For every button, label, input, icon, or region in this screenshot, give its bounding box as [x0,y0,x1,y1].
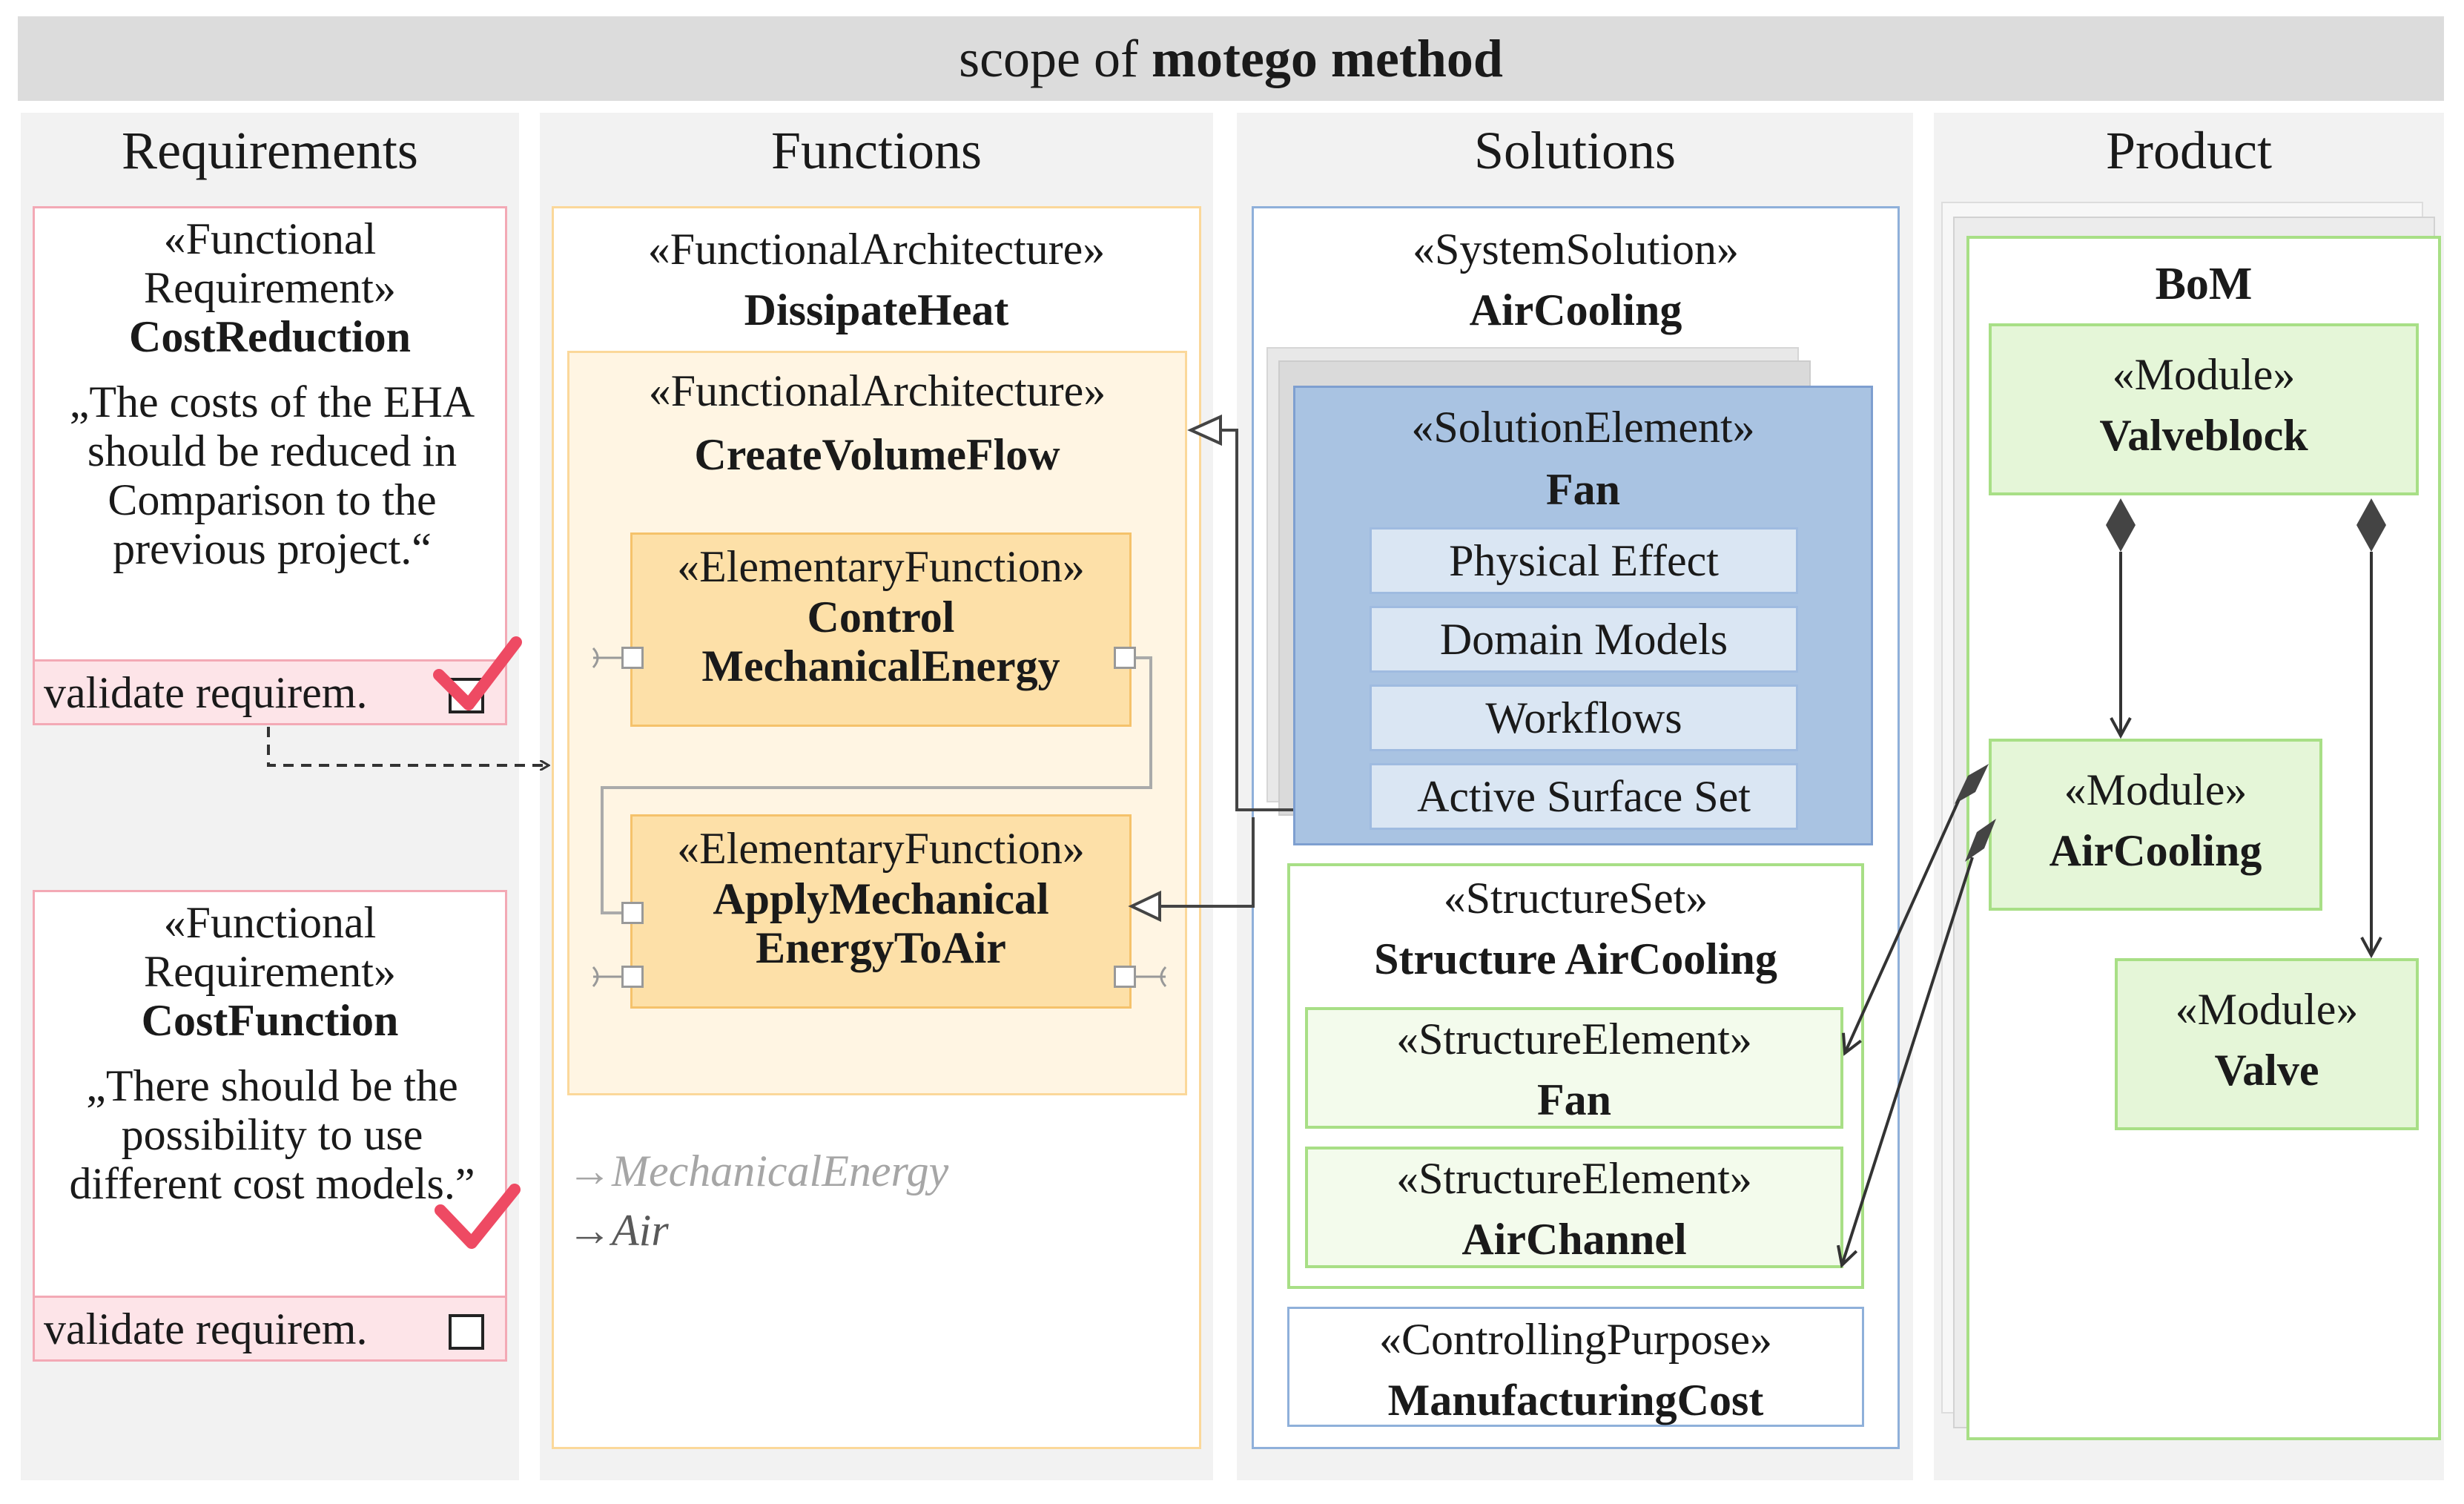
structure-element-name: Fan [1536,1075,1612,1124]
system-solution-name: AirCooling [1469,286,1682,334]
flow-mechanical-energy: →MechanicalEnergy [567,1146,948,1197]
flow-air: →Air [567,1205,669,1256]
module-stereotype: «Module» [2175,985,2359,1034]
flow-name: MechanicalEnergy [612,1147,949,1195]
functional-architecture-name: DissipateHeat [744,286,1009,334]
requirement-name: CostFunction [141,996,399,1045]
validate-checkbox[interactable] [449,678,484,713]
port-output-apply[interactable] [1114,966,1136,988]
requirement-cost-function[interactable]: «Functional Requirement» CostFunction „T… [33,890,507,1362]
port-input-apply[interactable] [621,902,644,924]
module-name: Valve [2214,1046,2319,1095]
requirement-stereotype: «Functional Requirement» [144,214,396,312]
module-stereotype: «Module» [2112,350,2296,399]
requirement-footer: validate requirem. [35,659,505,723]
structure-element-airchannel[interactable]: «StructureElement» AirChannel [1305,1147,1843,1268]
port-input-apply-2[interactable] [621,966,644,988]
solution-element-stereotype: «SolutionElement» [1411,403,1755,452]
elementary-function-stereotype: «ElementaryFunction» [677,542,1085,591]
structure-element-stereotype: «StructureElement» [1396,1154,1752,1203]
product-heading: Product [2106,121,2272,180]
module-valveblock[interactable]: «Module» Valveblock [1989,323,2419,495]
solution-element-fan[interactable]: «SolutionElement» Fan Physical Effect Do… [1293,386,1873,845]
elementary-function-control[interactable]: «ElementaryFunction» Control MechanicalE… [630,532,1132,727]
functional-architecture-dissipate-heat[interactable]: «FunctionalArchitecture» DissipateHeat «… [552,206,1201,1449]
system-solution-stereotype: «SystemSolution» [1412,225,1740,274]
flow-arrow-icon: → [567,1206,612,1255]
elementary-function-line1: Control [807,593,955,641]
module-name: Valveblock [2099,411,2308,460]
module-stereotype: «Module» [2064,765,2247,814]
module-aircooling[interactable]: «Module» AirCooling [1989,739,2322,911]
controlling-purpose[interactable]: «ControllingPurpose» ManufacturingCost [1287,1307,1864,1427]
flow-name: Air [612,1206,669,1255]
structure-element-fan[interactable]: «StructureElement» Fan [1305,1007,1843,1129]
module-name: AirCooling [2049,826,2262,875]
solutions-heading: Solutions [1473,121,1677,180]
bom-title: BoM [2155,259,2253,309]
workflows-item[interactable]: Workflows [1370,685,1798,751]
flow-arrow-icon: → [567,1147,612,1195]
structure-set-name: Structure AirCooling [1374,934,1777,983]
elementary-function-apply[interactable]: «ElementaryFunction» ApplyMechanical Ene… [630,814,1132,1009]
controlling-purpose-name: ManufacturingCost [1387,1376,1764,1425]
requirement-text: „The costs of the EHA should be reduced … [69,377,475,573]
port-input-control[interactable] [621,647,644,669]
functions-heading: Functions [770,121,982,180]
functional-architecture-stereotype: «FunctionalArchitecture» [648,366,1106,415]
elementary-function-line1: ApplyMechanical [713,874,1049,923]
functional-architecture-name: CreateVolumeFlow [694,430,1060,479]
solution-element-name: Fan [1545,465,1621,514]
validate-checkbox[interactable] [449,1314,484,1350]
structure-set-stereotype: «StructureSet» [1443,874,1708,923]
scope-title-prefix: scope of [959,29,1138,88]
functional-architecture-create-volume-flow[interactable]: «FunctionalArchitecture» CreateVolumeFlo… [567,351,1187,1095]
domain-models-item[interactable]: Domain Models [1370,606,1798,673]
port-output-control[interactable] [1114,647,1136,669]
requirement-cost-reduction[interactable]: «Functional Requirement» CostReduction „… [33,206,507,725]
elementary-function-line2: EnergyToAir [756,923,1006,972]
structure-element-name: AirChannel [1461,1215,1687,1264]
validate-label: validate requirem. [44,668,368,717]
physical-effect-item[interactable]: Physical Effect [1370,527,1798,594]
functional-architecture-stereotype: «FunctionalArchitecture» [647,225,1106,274]
requirement-stereotype: «Functional Requirement» [144,898,396,996]
controlling-purpose-stereotype: «ControllingPurpose» [1378,1315,1772,1364]
structure-element-stereotype: «StructureElement» [1396,1015,1752,1063]
requirement-footer: validate requirem. [35,1296,505,1359]
requirements-heading: Requirements [122,121,418,180]
elementary-function-line2: MechanicalEnergy [701,641,1060,690]
elementary-function-stereotype: «ElementaryFunction» [677,824,1085,873]
requirement-name: CostReduction [128,312,411,361]
active-surface-set-item[interactable]: Active Surface Set [1370,763,1798,830]
scope-title-method: motego method [1152,29,1503,88]
validate-label: validate requirem. [44,1305,368,1353]
module-valve[interactable]: «Module» Valve [2115,958,2419,1130]
requirement-text: „There should be the possibility to use … [69,1061,475,1208]
scope-title-bar: scope of motego method [18,16,2444,101]
structure-set-aircooling[interactable]: «StructureSet» Structure AirCooling «Str… [1287,863,1864,1289]
